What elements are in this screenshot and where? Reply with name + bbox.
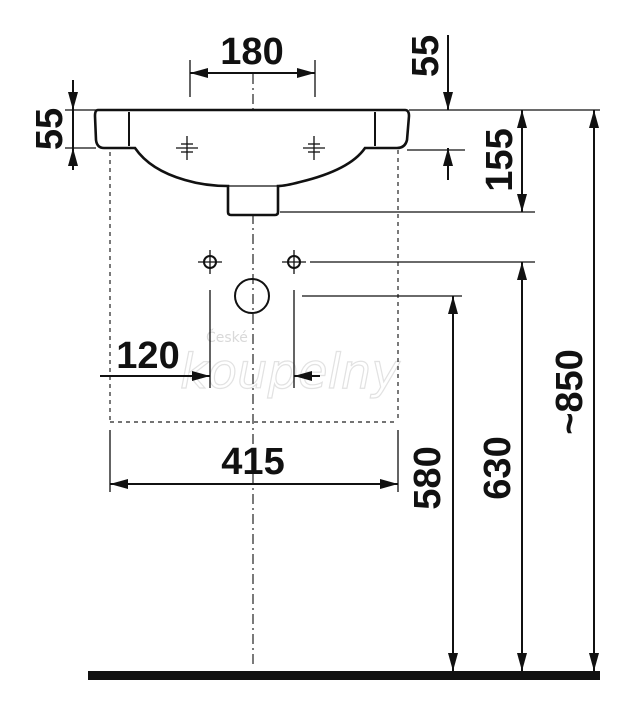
fixing-point-left-icon	[198, 250, 222, 274]
watermark-line2: koupelny	[180, 344, 400, 400]
dim-tap-spacing: 180	[189, 31, 316, 97]
floor-line	[88, 671, 600, 680]
dim-waste-height: 580	[407, 296, 458, 671]
dim-rim-height-top: 55	[405, 35, 453, 180]
dim-label-55-top: 55	[405, 35, 447, 77]
tap-hole-right-icon	[303, 136, 325, 160]
dim-label-850: ~850	[549, 349, 591, 435]
dim-label-120: 120	[116, 335, 179, 377]
fixing-point-right-icon	[282, 250, 306, 274]
dim-label-415: 415	[221, 441, 284, 483]
dim-label-180: 180	[220, 31, 283, 73]
dim-label-155: 155	[479, 128, 521, 191]
dim-overall-height: ~850	[549, 110, 599, 671]
dim-rim-thickness: 55	[29, 80, 96, 170]
dim-bracket-spacing: 120	[100, 335, 320, 381]
watermark-line1: České	[206, 328, 248, 346]
tap-hole-left-icon	[176, 136, 198, 160]
dim-label-55-left: 55	[29, 108, 71, 150]
dim-label-580: 580	[407, 446, 449, 509]
waste-outlet-icon	[234, 278, 270, 314]
washbasin	[93, 108, 411, 217]
watermark: České koupelny	[179, 328, 401, 401]
dim-fixing-height: 630	[477, 262, 527, 671]
dim-basin-depth: 155	[479, 110, 527, 212]
dim-basin-width: 415	[109, 430, 399, 492]
dim-label-630: 630	[477, 436, 519, 499]
